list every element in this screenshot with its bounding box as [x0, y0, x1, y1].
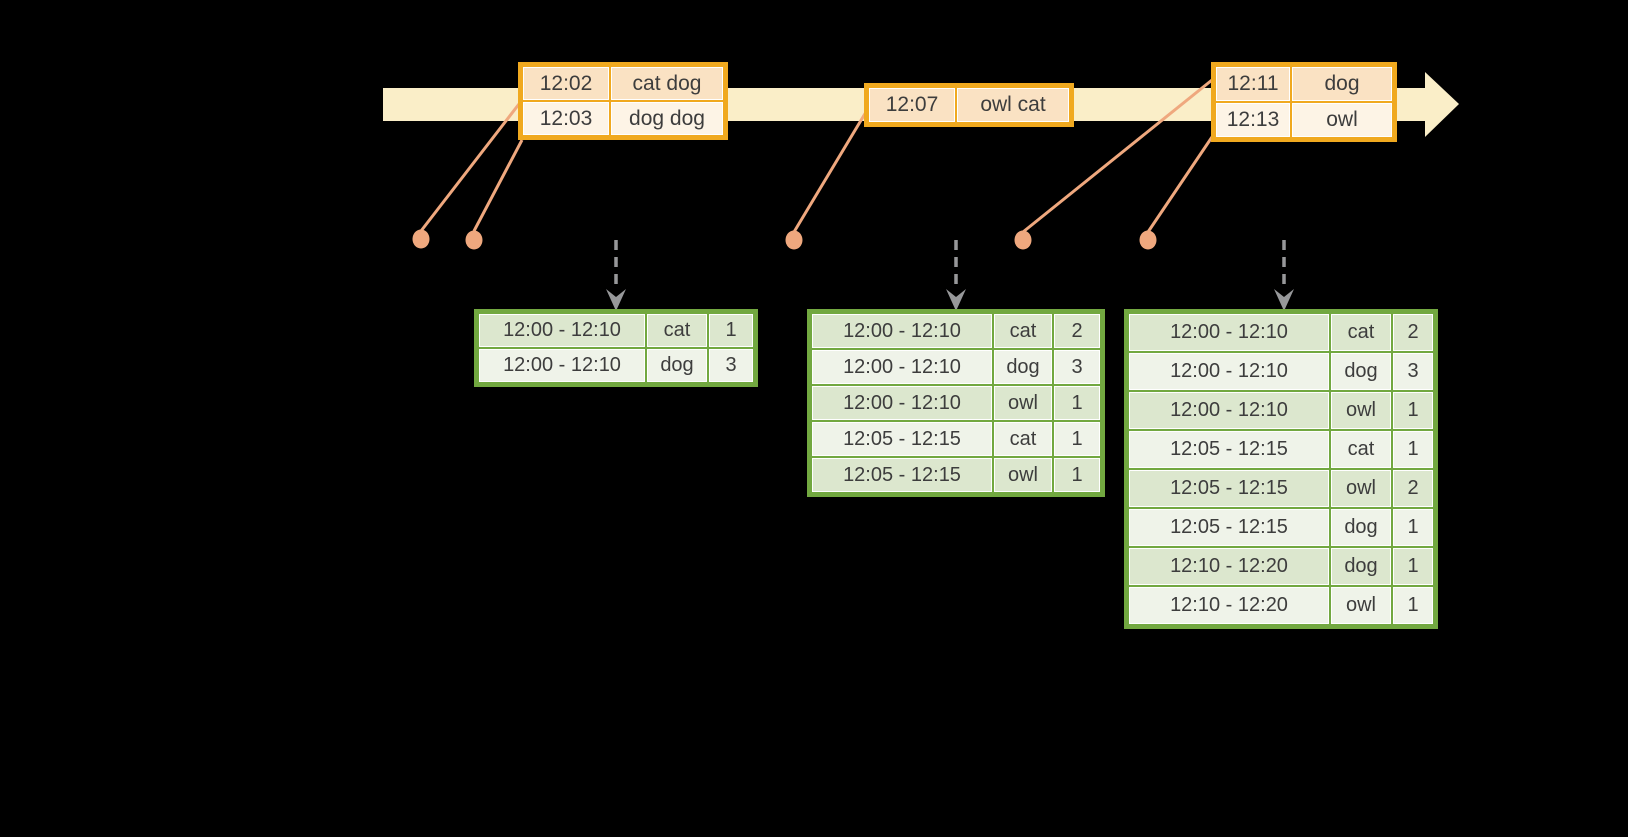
window-cell: 12:10 - 12:20 — [1129, 548, 1329, 585]
word-cell: owl — [994, 458, 1052, 492]
count-cell: 1 — [1393, 548, 1433, 585]
event-dot — [785, 230, 803, 250]
window-cell: 12:00 - 12:10 — [812, 350, 992, 384]
word-cell: dog — [1331, 509, 1391, 546]
count-cell: 1 — [709, 314, 753, 347]
count-cell: 1 — [1054, 422, 1100, 456]
event-dot — [1139, 230, 1157, 250]
event-time-cell: 12:13 — [1216, 103, 1290, 137]
window-cell: 12:05 - 12:15 — [1129, 509, 1329, 546]
word-cell: cat — [994, 314, 1052, 348]
word-cell: cat — [647, 314, 707, 347]
word-cell: cat — [994, 422, 1052, 456]
timeline-arrowhead-icon — [1425, 72, 1459, 137]
window-cell: 12:00 - 12:10 — [1129, 314, 1329, 351]
word-cell: owl — [1331, 587, 1391, 624]
event-dot — [412, 229, 430, 249]
event-time-cell: 12:03 — [523, 102, 609, 135]
event-leader-line — [1022, 78, 1213, 234]
count-cell: 1 — [1054, 386, 1100, 420]
word-cell: dog — [1331, 353, 1391, 390]
event-words-cell: cat dog — [611, 67, 723, 100]
event-time-cell: 12:11 — [1216, 67, 1290, 101]
count-cell: 2 — [1393, 470, 1433, 507]
event-words-cell: owl cat — [957, 88, 1069, 122]
window-cell: 12:00 - 12:10 — [1129, 392, 1329, 429]
word-cell: dog — [994, 350, 1052, 384]
trigger-arrows — [606, 240, 1294, 311]
window-cell: 12:00 - 12:10 — [812, 314, 992, 348]
word-cell: cat — [1331, 314, 1391, 351]
event-words-cell: owl — [1292, 103, 1392, 137]
word-cell: owl — [1331, 392, 1391, 429]
event-time-cell: 12:02 — [523, 67, 609, 100]
window-cell: 12:10 - 12:20 — [1129, 587, 1329, 624]
event-dot — [465, 230, 483, 250]
window-cell: 12:00 - 12:10 — [1129, 353, 1329, 390]
window-cell: 12:05 - 12:15 — [1129, 431, 1329, 468]
event-leader-line — [419, 103, 521, 232]
down-arrow-icon — [606, 289, 626, 311]
count-cell: 2 — [1054, 314, 1100, 348]
down-arrow-icon — [1274, 289, 1294, 311]
event-time-cell: 12:07 — [869, 88, 955, 122]
window-cell: 12:00 - 12:10 — [479, 314, 645, 347]
count-cell: 1 — [1393, 587, 1433, 624]
count-cell: 1 — [1054, 458, 1100, 492]
count-cell: 1 — [1393, 509, 1433, 546]
event-leader-line — [1146, 136, 1214, 233]
window-cell: 12:05 - 12:15 — [812, 422, 992, 456]
event-words-cell: dog — [1292, 67, 1392, 101]
event-dot — [1014, 230, 1032, 250]
word-cell: owl — [994, 386, 1052, 420]
count-cell: 3 — [1054, 350, 1100, 384]
count-cell: 1 — [1393, 392, 1433, 429]
event-leader-line — [792, 111, 868, 233]
word-cell: owl — [1331, 470, 1391, 507]
window-cell: 12:00 - 12:10 — [812, 386, 992, 420]
count-cell: 1 — [1393, 431, 1433, 468]
event-words-cell: dog dog — [611, 102, 723, 135]
count-cell: 2 — [1393, 314, 1433, 351]
event-leader-line — [472, 139, 524, 232]
window-cell: 12:00 - 12:10 — [479, 349, 645, 382]
word-cell: dog — [1331, 548, 1391, 585]
count-cell: 3 — [709, 349, 753, 382]
window-cell: 12:05 - 12:15 — [812, 458, 992, 492]
word-cell: dog — [647, 349, 707, 382]
count-cell: 3 — [1393, 353, 1433, 390]
window-cell: 12:05 - 12:15 — [1129, 470, 1329, 507]
word-cell: cat — [1331, 431, 1391, 468]
event-leader-lines — [419, 78, 1214, 234]
down-arrow-icon — [946, 289, 966, 311]
event-dots — [412, 229, 1157, 250]
